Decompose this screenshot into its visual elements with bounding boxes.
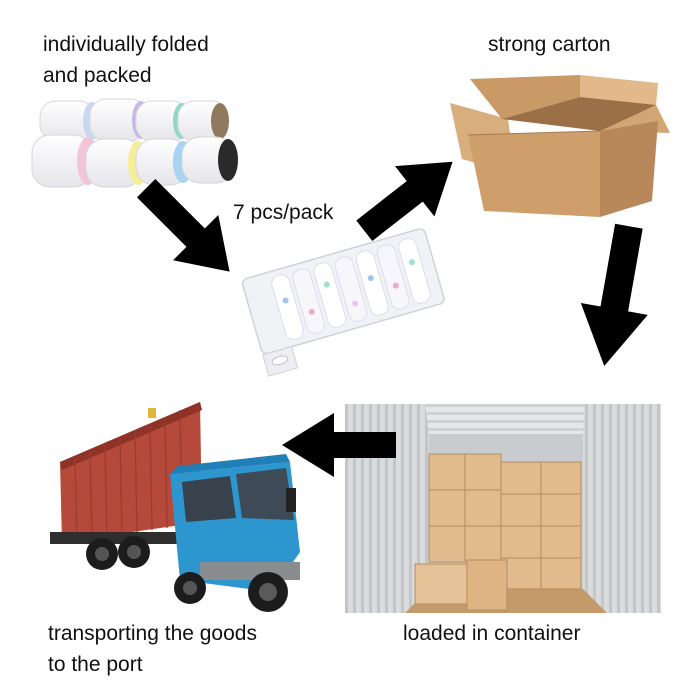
truck-image	[50, 402, 300, 612]
label-transport-line2: to the port	[48, 653, 143, 676]
container-interior-image	[345, 404, 661, 613]
folded-towels-image	[31, 98, 238, 188]
label-loaded-in-container: loaded in container	[403, 622, 581, 645]
label-individually-folded: individually folded and packed	[43, 29, 209, 91]
label-transport-line1: transporting the goods	[48, 622, 257, 645]
label-transporting-goods: transporting the goods to the port	[48, 618, 257, 680]
label-strong-carton: strong carton	[488, 33, 611, 56]
label-pcs-per-pack: 7 pcs/pack	[233, 201, 334, 224]
plastic-pack-image	[241, 228, 445, 377]
label-folded-line2: and packed	[43, 64, 152, 87]
carton-box-image	[450, 75, 670, 217]
label-folded-line1: individually folded	[43, 33, 209, 56]
